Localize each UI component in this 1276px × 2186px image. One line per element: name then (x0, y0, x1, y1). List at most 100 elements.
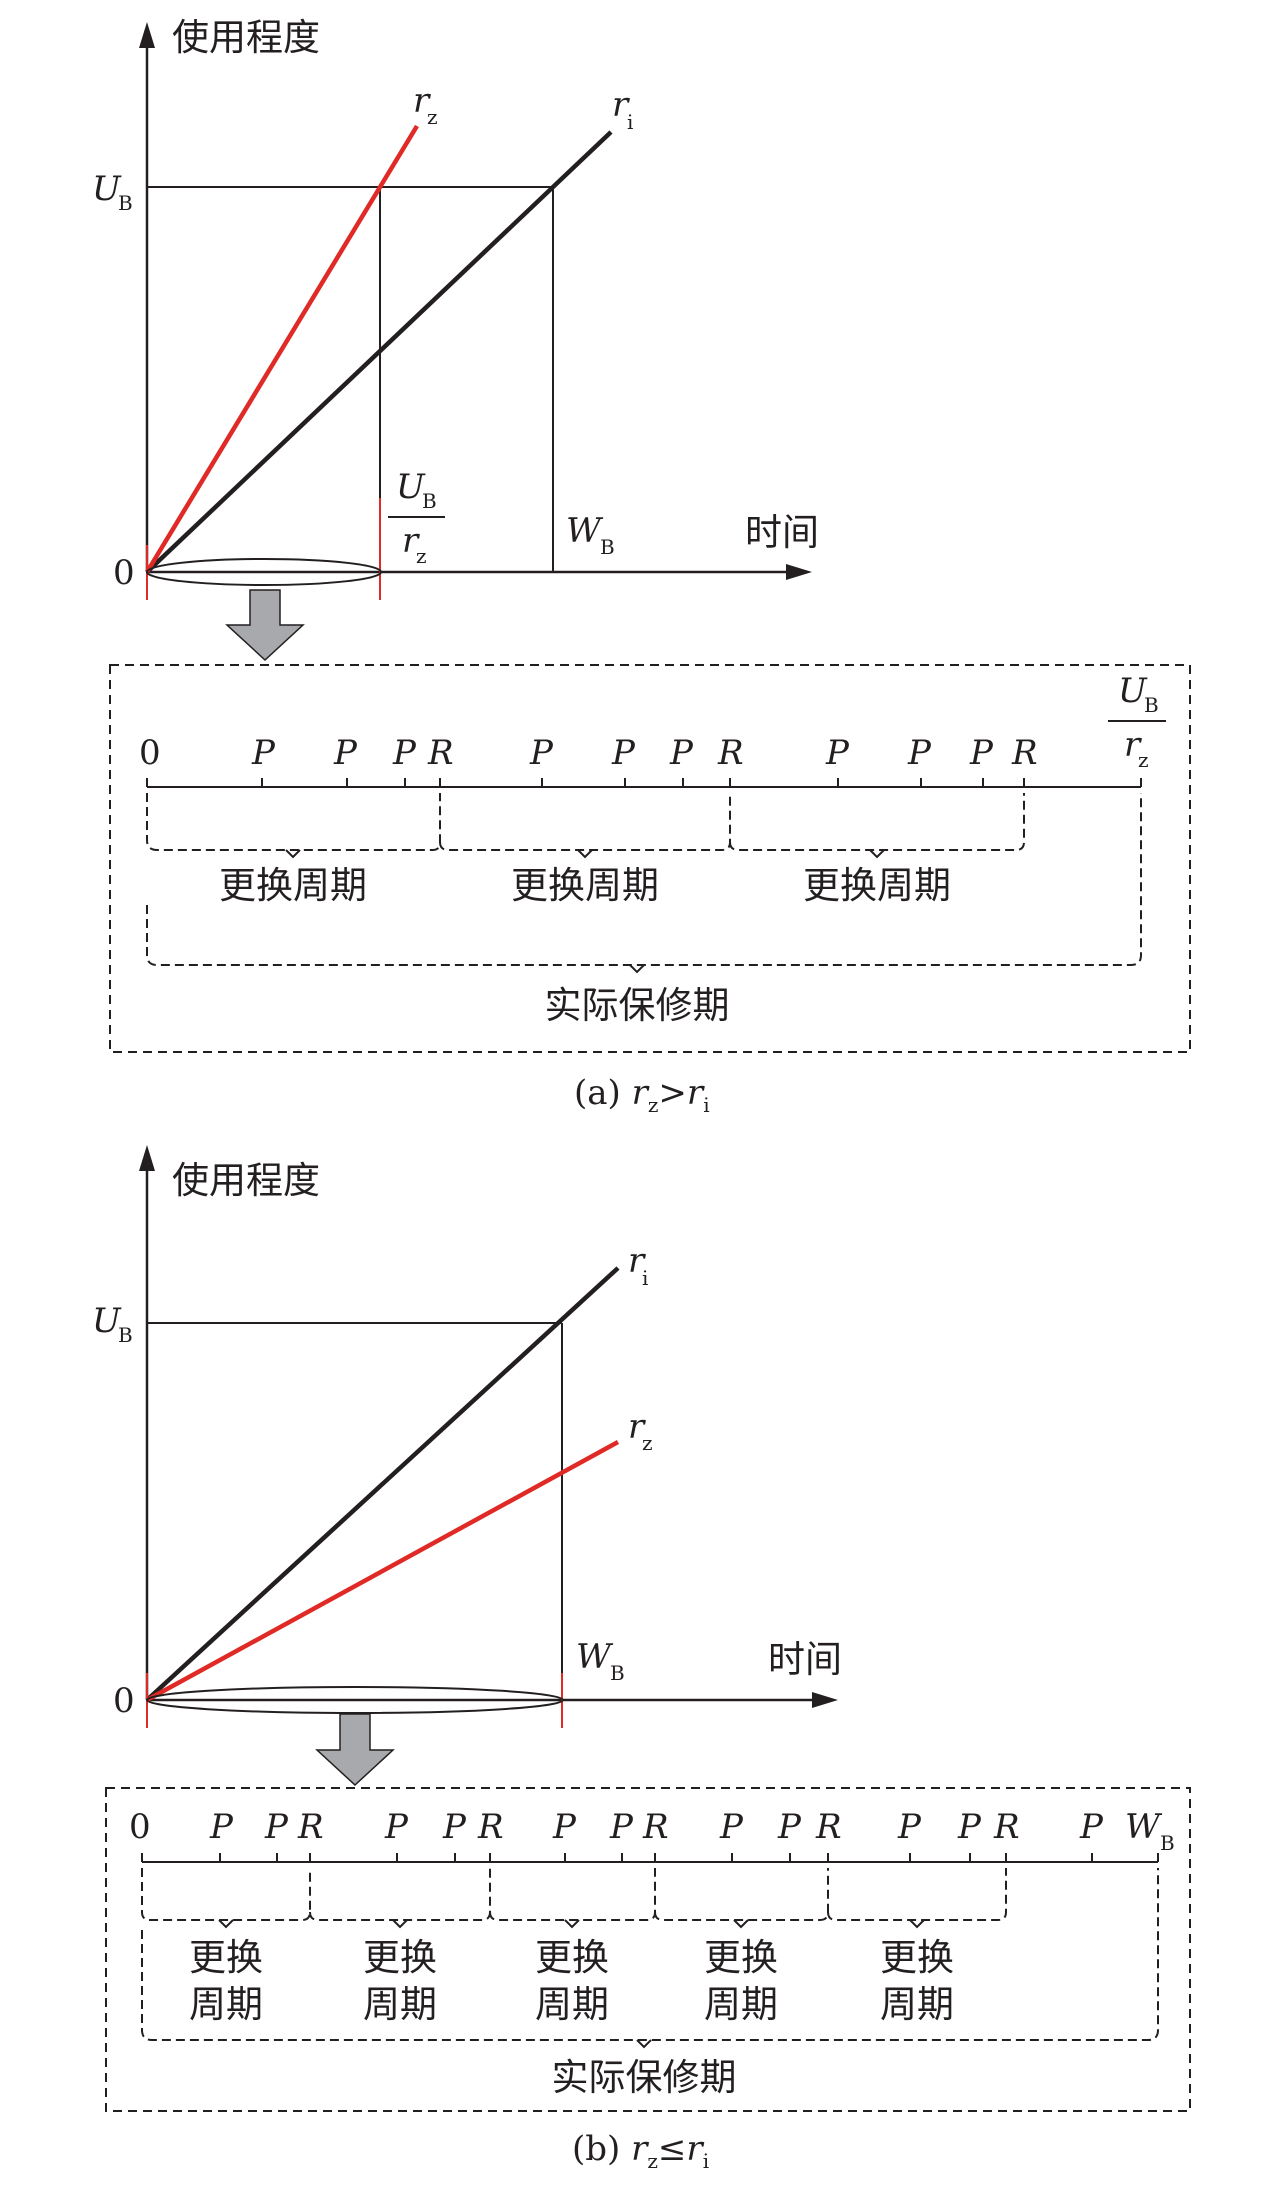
ri-label: r (612, 85, 630, 125)
panel-b: 使用程度 时间 0 U B r i r z W B 0 P (92, 1145, 1191, 2173)
rz-label: r (413, 81, 431, 121)
timeline-mark-p: P (333, 733, 358, 773)
timeline-mark-p: P (209, 1807, 234, 1847)
timeline-mark-p: P (825, 733, 850, 773)
ub-sub: B (118, 191, 133, 215)
cycle-brace (489, 1868, 656, 1921)
warranty-label: 实际保修期 (552, 2056, 737, 2099)
rz-label: r (628, 1407, 646, 1447)
cycle-label-line1: 更换 (535, 1936, 609, 1979)
frac-numerator: U (396, 467, 426, 507)
cycle-label-line2: 周期 (880, 1983, 954, 2026)
timeline-mark-r: R (427, 733, 454, 773)
brace-tip (564, 1919, 580, 1929)
wb-sub: B (600, 535, 615, 559)
y-axis-arrow (139, 22, 155, 48)
cycle-label-line1: 更换 (189, 1936, 263, 1979)
zoom-ellipse (146, 558, 382, 586)
timeline-mark-p: P (251, 733, 276, 773)
ub-sub: B (118, 1323, 133, 1347)
brace-tip (869, 849, 885, 859)
cycle-brace (439, 793, 731, 851)
timeline-end: W (1125, 1807, 1163, 1847)
timeline-mark-p: P (957, 1807, 982, 1847)
cycle-label: 更换周期 (803, 864, 951, 907)
x-axis-arrow (786, 564, 812, 580)
cycle-brace (309, 1868, 491, 1921)
cycle-brace (827, 1868, 1007, 1921)
timeline-end-numerator-sub: B (1144, 693, 1159, 717)
frac-denominator: r (402, 521, 420, 561)
frac-denominator-sub: z (416, 544, 427, 568)
cycle-label-line2: 周期 (189, 1983, 263, 2026)
timeline-mark-p: P (384, 1807, 409, 1847)
timeline-b: 0 P P R P P R P P R P (129, 1807, 1175, 2099)
ub-label: U (92, 169, 122, 209)
timeline-mark-p: P (897, 1807, 922, 1847)
brace-tip (909, 1919, 925, 1929)
timeline-end-sub: B (1160, 1831, 1175, 1855)
ri-sub: i (627, 110, 633, 134)
timeline-end-denominator-sub: z (1138, 748, 1149, 772)
frac-numerator-sub: B (422, 489, 437, 513)
rz-line (145, 124, 419, 574)
x-axis-label: 时间 (768, 1638, 842, 1681)
timeline-mark-p: P (609, 1807, 634, 1847)
timeline-mark-p: P (669, 733, 694, 773)
timeline-mark-r: R (1011, 733, 1038, 773)
brace-tip (629, 964, 645, 974)
brace-tip (285, 849, 301, 859)
brace-tip (392, 1919, 408, 1929)
wb-label: W (566, 511, 604, 551)
timeline-mark-r: R (993, 1807, 1020, 1847)
cycle-label-line2: 周期 (535, 1983, 609, 2026)
timeline-mark-r: R (297, 1807, 324, 1847)
warranty-label: 实际保修期 (545, 984, 730, 1027)
cycle-brace (141, 1868, 311, 1921)
timeline-mark-p: P (719, 1807, 744, 1847)
timeline-mark-r: R (477, 1807, 504, 1847)
ri-label: r (628, 1241, 646, 1281)
timeline-mark-p: P (552, 1807, 577, 1847)
cycle-label: 更换周期 (219, 864, 367, 907)
panel-a: 使用程度 时间 0 U B r z r i U B r z W B (92, 16, 1191, 1117)
origin-label: 0 (113, 553, 135, 593)
timeline-end-denominator: r (1124, 725, 1142, 765)
wb-sub: B (610, 1661, 625, 1685)
cycle-label-line1: 更换 (704, 1936, 778, 1979)
rz-sub: z (427, 105, 438, 129)
cycle-label-line2: 周期 (363, 1983, 437, 2026)
timeline-box (105, 1787, 1191, 2112)
timeline-mark-p: P (1079, 1807, 1104, 1847)
timeline-mark-p: P (907, 733, 932, 773)
cycle-brace (729, 793, 1025, 851)
timeline-box (109, 664, 1191, 1053)
cycle-label-line1: 更换 (880, 1936, 954, 1979)
rz-sub: z (642, 1431, 653, 1455)
caption-b: (b) rz≤ri (572, 2129, 709, 2173)
rz-line (145, 1440, 620, 1702)
origin-label: 0 (113, 1681, 135, 1721)
warranty-brace (141, 1868, 1159, 2041)
ub-label: U (92, 1301, 122, 1341)
timeline-mark-r: R (717, 733, 744, 773)
timeline-a: 0 P P P R P P P R P P (139, 671, 1166, 1027)
timeline-mark-p: P (969, 733, 994, 773)
ri-line (145, 1266, 620, 1702)
x-axis-label: 时间 (745, 511, 819, 554)
brace-tip (577, 849, 593, 859)
timeline-mark-p: P (529, 733, 554, 773)
brace-tip (218, 1919, 234, 1929)
timeline-mark-p: P (392, 733, 417, 773)
y-axis-arrow (139, 1145, 155, 1171)
y-axis-label: 使用程度 (172, 16, 320, 59)
timeline-mark-r: R (642, 1807, 669, 1847)
timeline-mark-p: P (611, 733, 636, 773)
timeline-mark-p: P (264, 1807, 289, 1847)
timeline-end-numerator: U (1118, 671, 1148, 711)
ri-sub: i (642, 1266, 648, 1290)
cycle-brace (146, 793, 441, 851)
cycle-label: 更换周期 (511, 864, 659, 907)
timeline-mark-r: R (815, 1807, 842, 1847)
